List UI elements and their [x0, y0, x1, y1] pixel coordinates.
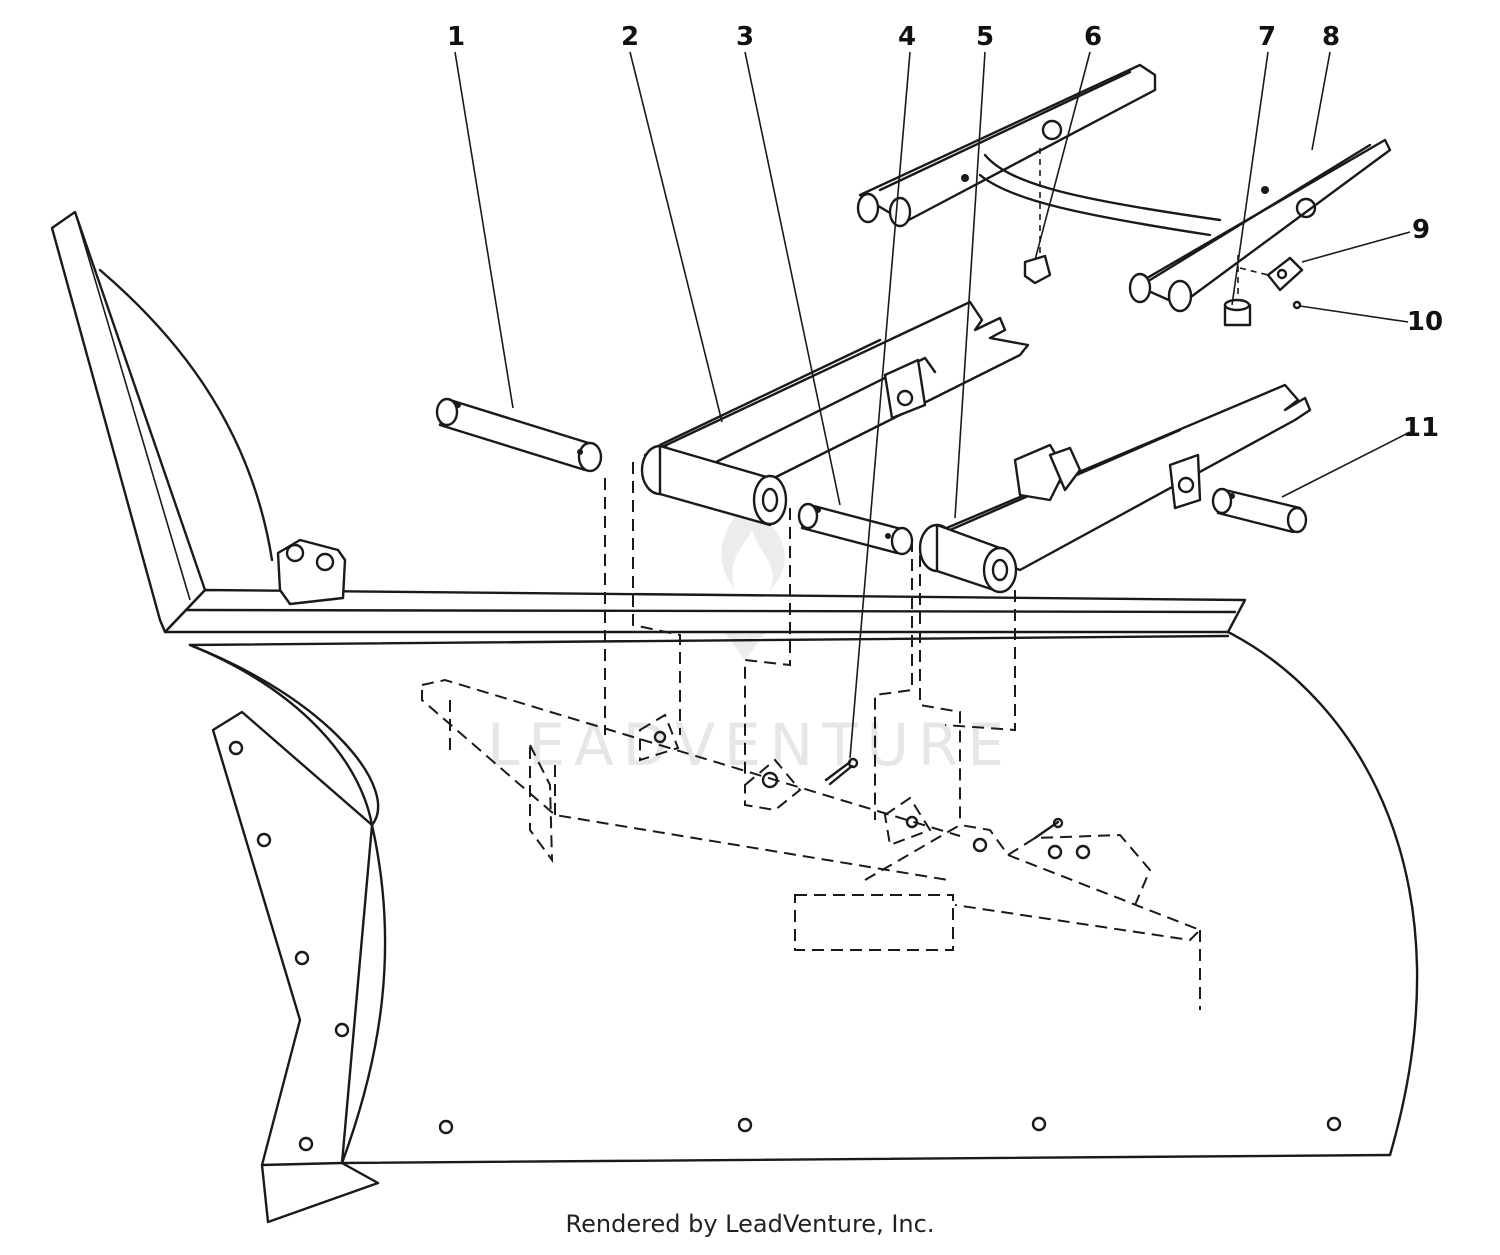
callout-4: 4 [898, 22, 916, 52]
part-6-nut [1023, 148, 1052, 285]
part-3-pin [797, 502, 914, 556]
part-2-push-arm [640, 300, 1030, 527]
callouts: 1 2 3 4 5 6 7 8 9 10 11 [447, 22, 1443, 443]
part-9-plate [1239, 256, 1304, 292]
rear-a-frame [856, 63, 1392, 313]
part-10-clip [1292, 300, 1302, 310]
callout-9: 9 [1412, 215, 1430, 245]
watermark-flame-icon [721, 505, 785, 590]
callout-3: 3 [736, 22, 754, 52]
callout-6: 6 [1084, 22, 1102, 52]
callout-5: 5 [976, 22, 994, 52]
callout-2: 2 [621, 22, 639, 52]
callout-7: 7 [1258, 22, 1276, 52]
plow-blade [50, 210, 1419, 1224]
hidden-subframe [421, 462, 1202, 1010]
part-4-cotter-pin [824, 757, 1064, 840]
part-11-pin [1211, 487, 1308, 534]
part-1-pin [435, 397, 603, 473]
footer-credit: Rendered by LeadVenture, Inc. [565, 1210, 935, 1238]
callout-1: 1 [447, 22, 465, 52]
part-5-push-arm [918, 383, 1312, 594]
callout-10: 10 [1407, 307, 1443, 337]
watermark-text: LEADVENTURE [487, 711, 1013, 779]
leader-lines [454, 51, 1411, 759]
callout-11: 11 [1403, 413, 1439, 443]
callout-8: 8 [1322, 22, 1340, 52]
part-7-bushing [1223, 255, 1252, 327]
